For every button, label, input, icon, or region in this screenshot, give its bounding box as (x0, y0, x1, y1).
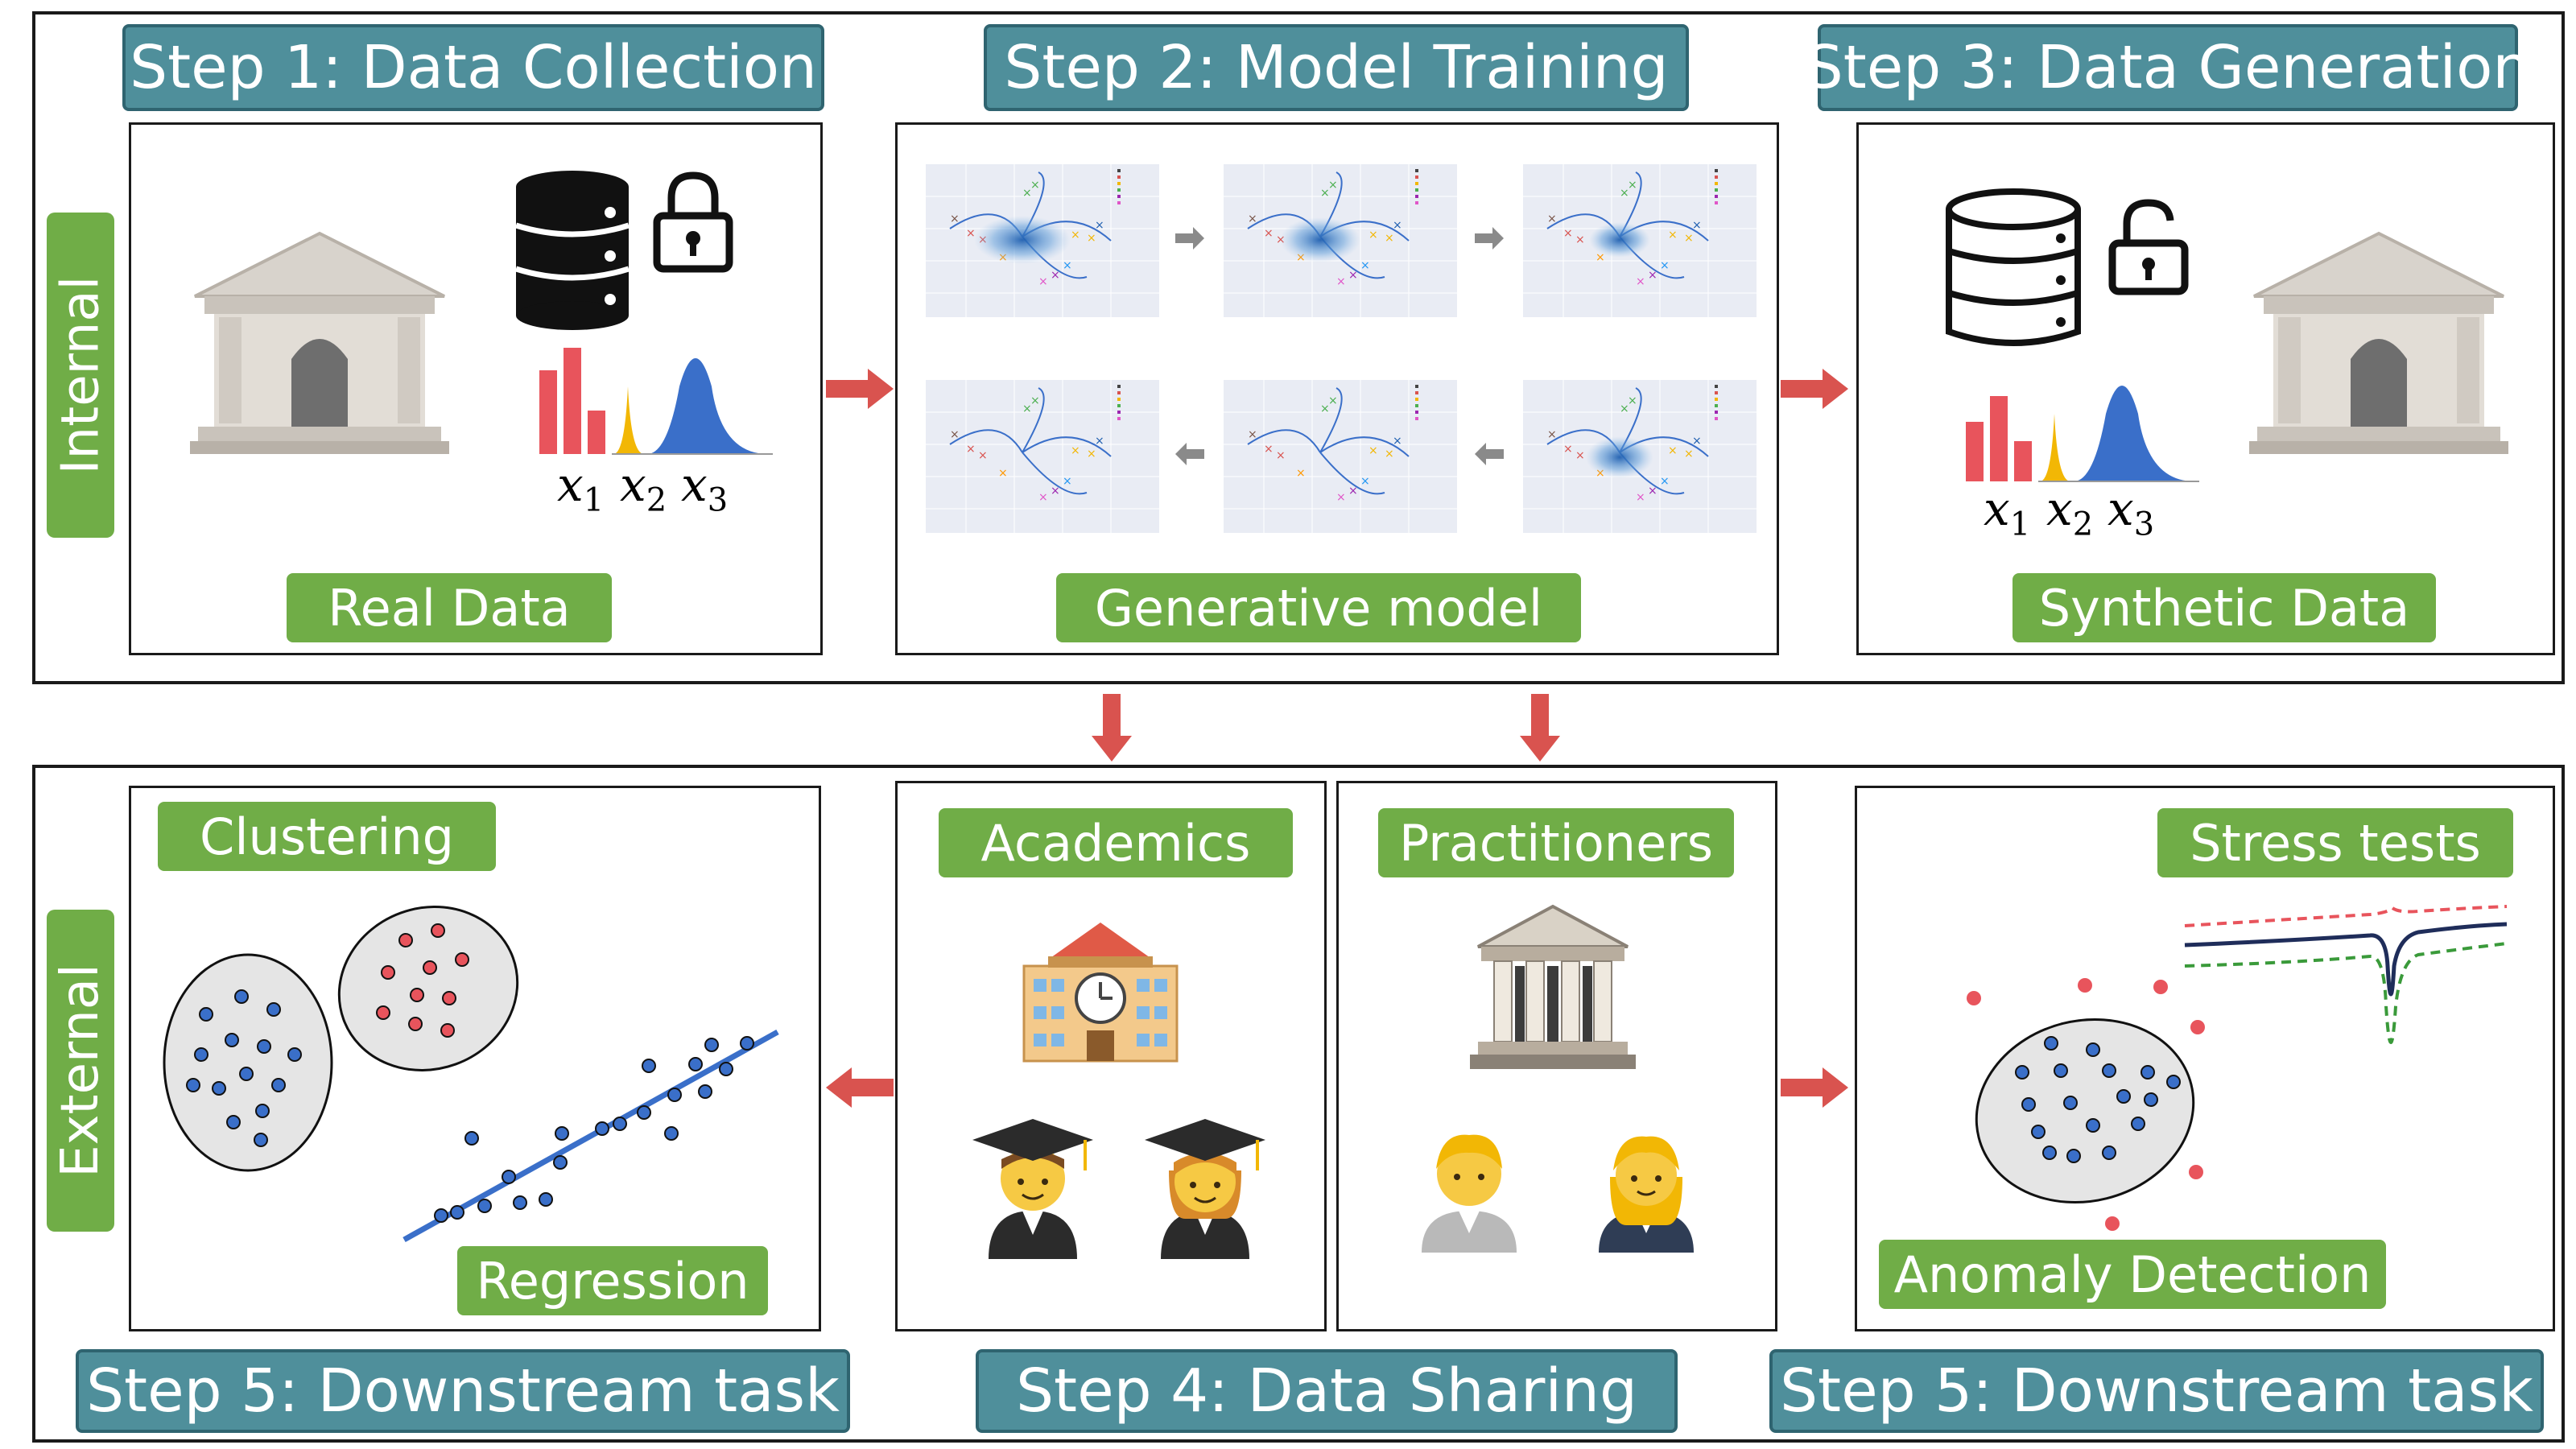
graduate-icon-2 (1145, 1119, 1265, 1259)
external-frame (32, 765, 2565, 1443)
variable-x3: x3 (681, 457, 729, 519)
internal-side-label: Internal (47, 213, 114, 538)
graduate-icon (972, 1119, 1093, 1259)
step3-title: Step 3: Data Generation (1806, 24, 2530, 111)
anomaly-illustration (1967, 978, 2205, 1231)
bank-icon (1470, 904, 1636, 1069)
lock-icon (653, 171, 733, 273)
variable-x1: x1 (557, 457, 605, 519)
stress-test-curves (2184, 905, 2508, 1044)
step2-title: Step 2: Model Training (984, 24, 1689, 111)
regression-label: Regression (457, 1246, 768, 1315)
synthetic-variable-x2: x2 (2046, 481, 2094, 543)
generative-model-label: Generative model (1056, 573, 1581, 642)
arrow-step1-to-step2 (826, 369, 894, 409)
diffusion-plots-grid: ×× ×× ×× ×× ×× ×× (925, 163, 1757, 534)
synthetic-bank-building-icon (2249, 231, 2508, 454)
external-side-label: External (47, 910, 114, 1232)
step5-right-title: Step 5: Downstream task (1769, 1349, 2544, 1433)
clustering-label: Clustering (158, 802, 496, 871)
real-data-label: Real Data (287, 573, 612, 642)
internal-frame (32, 11, 2565, 684)
distribution-chart-left (539, 348, 773, 455)
arrow-step2-to-step3 (1781, 369, 1848, 409)
database-outline-icon (1946, 188, 2081, 346)
synthetic-variable-x3: x3 (2107, 481, 2155, 543)
arrow-to-downstream-right (1781, 1067, 1848, 1108)
synthetic-data-label: Synthetic Data (2013, 573, 2436, 642)
arrow-down-practitioners (1520, 694, 1560, 762)
anomaly-detection-label: Anomaly Detection (1879, 1240, 2386, 1309)
bank-building-icon (190, 231, 449, 454)
clustering-illustration (163, 906, 779, 1243)
distribution-chart-right (1966, 386, 2199, 482)
database-icon (514, 171, 630, 330)
synthetic-variable-x1: x1 (1984, 481, 2031, 543)
step5-left-title: Step 5: Downstream task (76, 1349, 850, 1433)
stress-tests-label: Stress tests (2157, 808, 2513, 877)
arrow-to-downstream-left (826, 1067, 894, 1108)
unlock-icon (2108, 199, 2189, 295)
person-icon (1422, 1134, 1517, 1253)
academics-label: Academics (939, 808, 1293, 877)
step1-title: Step 1: Data Collection (122, 24, 824, 111)
step4-title: Step 4: Data Sharing (976, 1349, 1678, 1433)
school-icon (1022, 923, 1179, 1063)
variable-x2: x2 (620, 457, 667, 519)
practitioners-label: Practitioners (1378, 808, 1734, 877)
person-icon-2 (1599, 1136, 1694, 1253)
arrow-down-academics (1092, 694, 1132, 762)
